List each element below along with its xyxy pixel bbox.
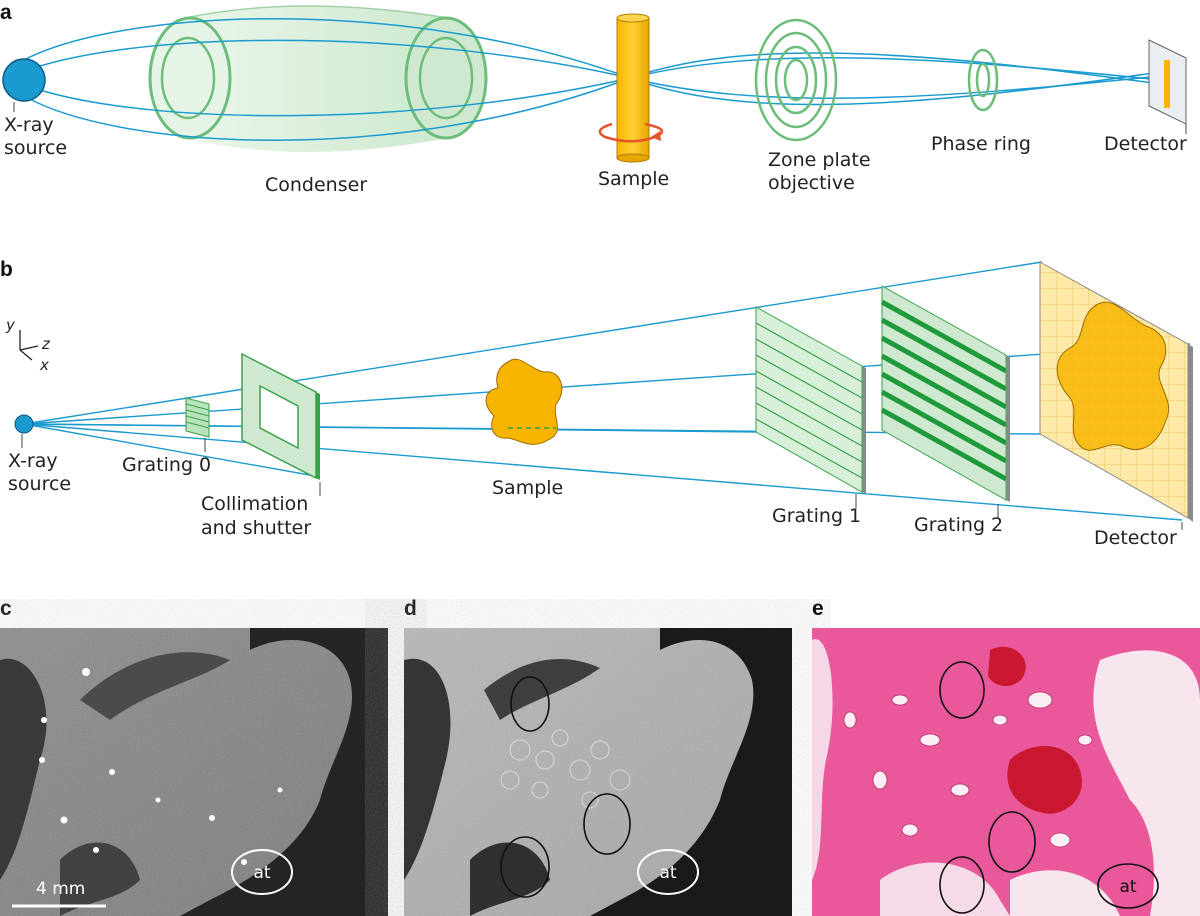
panel-c-letter: c — [0, 597, 12, 620]
xray-source-b — [14, 414, 34, 434]
zone-plate-objective — [754, 18, 838, 142]
detector-b — [1039, 261, 1193, 530]
circle-e-2 — [988, 811, 1036, 873]
label-a-source-2: source — [4, 137, 67, 159]
panel-b-letter: b — [0, 258, 13, 281]
label-b-detector: Detector — [1094, 527, 1177, 549]
panel-a: a X-ray source Condenser — [0, 1, 1187, 196]
label-grating-1: Grating 1 — [772, 505, 861, 527]
panel-c: c at 4 mm — [0, 597, 388, 916]
at-label-c: at — [253, 863, 270, 883]
at-label-e: at — [1119, 877, 1136, 897]
label-condenser: Condenser — [265, 174, 367, 196]
label-a-sample: Sample — [598, 168, 669, 190]
collimation-shutter — [241, 352, 321, 496]
circle-at-c — [231, 849, 293, 895]
label-phase-ring: Phase ring — [931, 133, 1031, 155]
sample-cylinder — [598, 13, 664, 163]
detector-a — [1148, 39, 1187, 134]
label-collimation-2: and shutter — [201, 517, 311, 539]
label-grating-2: Grating 2 — [914, 514, 1003, 536]
axis-indicator — [19, 330, 39, 361]
label-b-source-2: source — [8, 473, 71, 495]
circle-at-d — [637, 849, 699, 895]
circle-d-2 — [583, 793, 631, 855]
circle-d-1 — [510, 676, 550, 732]
panel-a-letter: a — [0, 1, 12, 24]
label-a-source-1: X-ray — [4, 114, 54, 136]
grating-2 — [880, 285, 1010, 518]
panel-e-letter: e — [812, 597, 824, 620]
label-grating-0: Grating 0 — [122, 454, 211, 476]
circle-e-3 — [939, 856, 985, 914]
scale-bar-label: 4 mm — [36, 879, 85, 899]
circle-e-1 — [939, 661, 985, 719]
rotation-arrow — [598, 122, 664, 143]
axis-z-label: z — [41, 335, 51, 353]
panel-b: b y z x X-ray source — [0, 258, 1193, 549]
circle-at-e — [1097, 863, 1159, 909]
axis-x-label: x — [39, 356, 49, 374]
at-label-d: at — [659, 863, 676, 883]
label-zone-plate-1: Zone plate — [768, 149, 871, 171]
panel-d: d at — [404, 597, 792, 916]
condenser — [148, 5, 488, 152]
circle-d-3 — [500, 836, 550, 898]
label-b-source-1: X-ray — [8, 450, 58, 472]
label-b-sample: Sample — [492, 477, 563, 499]
xray-source-dot — [2, 58, 46, 102]
beam-lines-b — [23, 261, 1191, 521]
label-collimation-1: Collimation — [201, 493, 308, 515]
panel-e: e at — [812, 597, 1200, 916]
grating-1 — [755, 306, 866, 508]
axis-y-label: y — [5, 316, 16, 334]
panel-d-letter: d — [404, 597, 417, 620]
grating-0 — [185, 397, 210, 452]
label-zone-plate-2: objective — [768, 172, 855, 194]
sample-blob — [485, 358, 563, 445]
label-a-detector: Detector — [1104, 133, 1187, 155]
phase-ring — [967, 48, 999, 112]
